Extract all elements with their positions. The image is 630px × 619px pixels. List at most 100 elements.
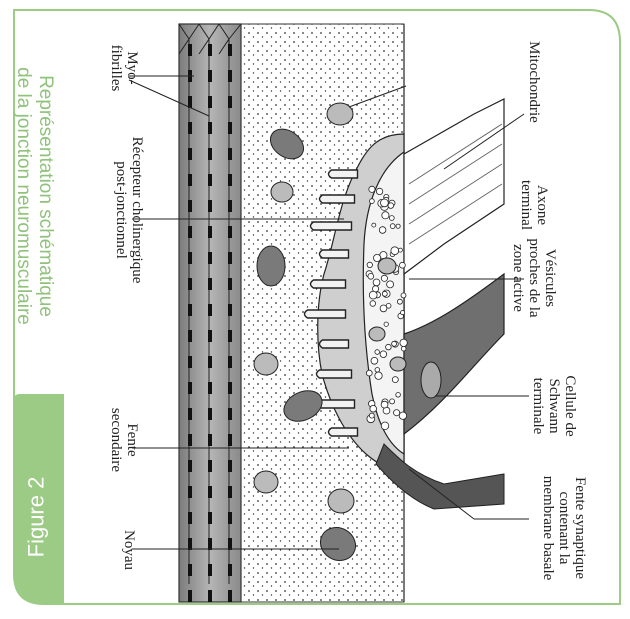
- sarcomere-band: [228, 408, 232, 420]
- sarcomere-band: [188, 590, 192, 602]
- sarcomere-band: [188, 356, 192, 368]
- sarcomere-band: [228, 174, 232, 186]
- vesicle: [387, 281, 394, 288]
- sarcomere-band: [228, 460, 232, 472]
- vesicle: [381, 422, 389, 430]
- sarcomere-band: [228, 226, 232, 238]
- sarcomere-band: [188, 486, 192, 498]
- label-recepteur-cholinergique: Récepteur cholinergique post-jonctionnel: [113, 115, 145, 305]
- label-fente-synaptique: Fente synaptique contenant la membrane b…: [540, 458, 588, 598]
- sarcomere-band: [188, 252, 192, 264]
- vesicle: [390, 224, 395, 229]
- secondary-cleft: [317, 370, 352, 378]
- vesicle: [370, 199, 375, 204]
- label-mitochondrie: Mitochondrie: [526, 22, 542, 142]
- label-fente-secondaire: Fente secondaire: [108, 390, 140, 490]
- vesicle: [401, 346, 406, 351]
- vesicle: [400, 339, 407, 346]
- sarcomere-band: [228, 96, 232, 108]
- vesicle: [390, 399, 395, 404]
- vesicle: [369, 413, 374, 418]
- vesicle: [401, 311, 405, 315]
- sarcomere-band: [208, 304, 212, 316]
- sarcomere-band: [228, 122, 232, 134]
- sarcomere-band: [228, 200, 232, 212]
- vesicle: [391, 247, 399, 255]
- sarcomere-band: [208, 564, 212, 576]
- sarcomere-band: [188, 226, 192, 238]
- vesicle: [368, 273, 374, 279]
- sarcomere-band: [188, 538, 192, 550]
- sarcomere-band: [208, 278, 212, 290]
- sarcomere-band: [188, 278, 192, 290]
- vesicle: [399, 412, 406, 419]
- sarcomere-band: [188, 330, 192, 342]
- sarcomere-band: [228, 148, 232, 160]
- sarcomere-band: [208, 70, 212, 82]
- sarcomere-band: [208, 538, 212, 550]
- vesicle: [384, 322, 388, 326]
- label-cellule-schwann: Cellule de Schwann terminale: [530, 351, 578, 461]
- sarcomere-band: [228, 512, 232, 524]
- vesicle: [369, 186, 375, 192]
- vesicle: [398, 248, 402, 252]
- vesicle: [392, 377, 398, 383]
- sarcomere-band: [188, 434, 192, 446]
- sarcomere-band: [228, 590, 232, 602]
- sarcomere-band: [208, 148, 212, 160]
- sarcomere-band: [208, 252, 212, 264]
- secondary-cleft: [329, 428, 358, 436]
- vesicle: [380, 305, 387, 312]
- vesicle: [396, 224, 400, 228]
- vesicle: [381, 401, 388, 408]
- sarcomere-band: [208, 122, 212, 134]
- sarcomere-band: [208, 512, 212, 524]
- sarcomere-band: [228, 44, 232, 56]
- vesicle: [375, 372, 382, 379]
- sarcomere-band: [228, 252, 232, 264]
- sarcomere-band: [208, 382, 212, 394]
- sarcomere-band: [228, 278, 232, 290]
- figure-frame: Représentation schématique de la jonctio…: [4, 4, 624, 614]
- secondary-cleft: [311, 222, 352, 230]
- label-vesicules: Vésicules proches de la zone active: [510, 218, 558, 338]
- sarcomere-band: [208, 590, 212, 602]
- vesicle: [370, 405, 377, 412]
- vesicle: [401, 293, 406, 298]
- vesicle: [366, 370, 372, 376]
- vesicle: [392, 341, 397, 346]
- sarcomere-band: [208, 174, 212, 186]
- sarcomere-band: [228, 434, 232, 446]
- vesicle: [375, 368, 380, 373]
- figure-label: Figure 2: [23, 477, 49, 558]
- secondary-cleft: [329, 170, 358, 178]
- secondary-cleft: [305, 310, 346, 318]
- vesicle: [382, 291, 387, 296]
- sarcomere-band: [188, 460, 192, 472]
- sarcomere-band: [188, 564, 192, 576]
- sarcomere-band: [228, 382, 232, 394]
- vesicle: [380, 351, 387, 358]
- secondary-cleft: [311, 280, 346, 288]
- secondary-cleft: [320, 195, 355, 203]
- sarcomere-band: [188, 304, 192, 316]
- sarcomere-band: [228, 330, 232, 342]
- sarcomere-band: [208, 96, 212, 108]
- sarcomere-band: [228, 304, 232, 316]
- vesicle: [397, 299, 402, 304]
- sarcomere-band: [188, 122, 192, 134]
- vesicle: [376, 188, 382, 194]
- label-noyau: Noyau: [121, 520, 137, 580]
- vesicle: [372, 223, 376, 227]
- vesicle: [396, 393, 401, 398]
- label-myofibrilles: Myo- fibrilles: [108, 28, 140, 108]
- vesicle: [388, 203, 394, 209]
- vesicle: [381, 199, 389, 207]
- sarcomere-band: [208, 226, 212, 238]
- vesicle: [373, 279, 380, 286]
- vesicle: [394, 410, 400, 416]
- sarcomere-band: [188, 44, 192, 56]
- sarcomere-band: [188, 200, 192, 212]
- vesicle: [379, 227, 386, 234]
- vesicle: [386, 344, 392, 350]
